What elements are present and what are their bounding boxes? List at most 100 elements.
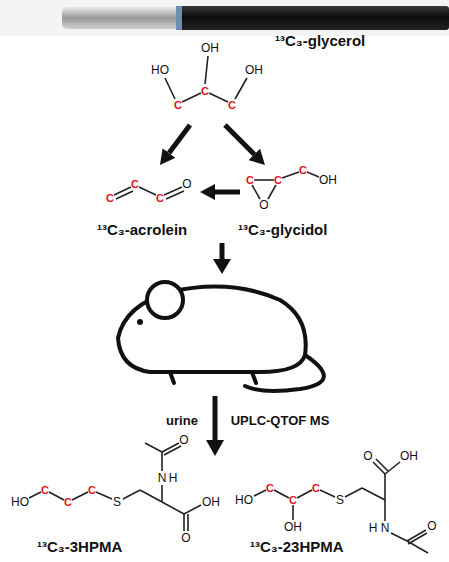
photo-background [0, 0, 449, 36]
bond [209, 93, 228, 102]
bond [187, 514, 189, 531]
bond [182, 93, 201, 102]
atom-label: HO [151, 64, 169, 76]
mouse-ear [147, 282, 183, 318]
labeled-carbon: C [41, 485, 49, 496]
atom-label: S [113, 496, 121, 508]
bond [407, 541, 428, 553]
labeled-carbon: C [156, 193, 164, 204]
atom-label: O [182, 178, 191, 190]
bond [29, 492, 41, 498]
bond [320, 490, 335, 497]
labeled-carbon: C [274, 175, 282, 186]
reaction-arrow [169, 125, 190, 153]
atom-label: H [169, 472, 178, 484]
compound-node: ¹³C₃-glycerol [130, 28, 360, 125]
atom-label: O [427, 520, 436, 532]
labeled-carbon: C [266, 483, 274, 494]
atom-label: O [259, 199, 268, 211]
arrow-shaft [213, 396, 218, 441]
bond [268, 185, 276, 199]
bond [161, 452, 163, 471]
atom-label: O [179, 434, 188, 446]
e-cigarette-tip [62, 7, 182, 29]
bond [345, 488, 362, 497]
bond [183, 514, 185, 531]
atom-label: H [369, 522, 378, 534]
bond [282, 172, 299, 178]
compound-name: ¹³C₃-glycidol [238, 221, 327, 238]
bond [373, 462, 385, 474]
atom-label: OH [201, 42, 219, 54]
e-cigarette-body [176, 6, 449, 30]
bond [254, 179, 274, 181]
atom-label: OH [245, 64, 263, 76]
atom-label: O [181, 532, 190, 544]
atom-label: OH [202, 496, 220, 508]
atom-label: HO [11, 496, 29, 508]
labeled-carbon: C [289, 495, 297, 506]
bond [123, 490, 140, 499]
glycerol-structure [165, 56, 247, 102]
bond [145, 443, 162, 452]
bond [252, 185, 260, 199]
labeled-carbon: C [131, 179, 139, 190]
labeled-carbon: C [201, 86, 209, 97]
3hpma-structure [29, 443, 201, 531]
labeled-carbon: C [228, 100, 236, 111]
compound-node: ¹³C₃-3HPMA [5, 440, 210, 560]
mouse-foot [170, 372, 174, 383]
process-annotation: UPLC-QTOF MS [231, 414, 330, 427]
labeled-carbon: C [88, 485, 96, 496]
e-cigarette-band [176, 6, 182, 30]
bond [205, 56, 208, 84]
bond [140, 490, 162, 502]
urine-arrow [206, 396, 224, 456]
bond [385, 462, 400, 474]
atom-label: HO [235, 494, 253, 506]
labeled-carbon: C [246, 175, 254, 186]
bond [165, 78, 175, 99]
bond [307, 172, 319, 177]
bond [376, 459, 388, 471]
process-annotation: urine [166, 414, 198, 427]
bond [362, 488, 385, 500]
reaction-arrow [225, 125, 254, 154]
atom-label: N [381, 522, 390, 534]
bond [162, 443, 179, 452]
bond [235, 78, 247, 99]
bond [96, 492, 112, 499]
bond [292, 505, 294, 520]
reaction-arrow [215, 190, 240, 195]
compound-name: ¹³C₃-glycerol [275, 32, 365, 49]
arrow-head [206, 440, 224, 456]
compound-name: ¹³C₃-3HPMA [37, 538, 122, 555]
bond [161, 485, 163, 502]
atom-label: OH [400, 450, 418, 462]
bond [391, 533, 407, 541]
bond [72, 492, 88, 500]
labeled-carbon: C [312, 483, 320, 494]
bond [297, 490, 312, 498]
atom-label: O [363, 450, 372, 462]
compound-name: ¹³C₃-acrolein [97, 221, 187, 238]
atom-label: OH [284, 521, 302, 533]
bond [139, 187, 156, 195]
bond [184, 505, 201, 514]
bond [274, 490, 289, 498]
labeled-carbon: C [64, 497, 72, 508]
bond [116, 191, 133, 199]
bond [49, 492, 64, 500]
bond [384, 500, 386, 521]
atom-label: S [336, 494, 344, 506]
atom-label: OH [319, 174, 337, 186]
mouse-illustration [118, 282, 324, 391]
bond [162, 502, 184, 514]
atom-label: N [158, 472, 167, 484]
glycidol-structure [252, 172, 319, 199]
arrow-head [213, 259, 231, 274]
labeled-carbon: C [174, 100, 182, 111]
bond [166, 191, 184, 199]
